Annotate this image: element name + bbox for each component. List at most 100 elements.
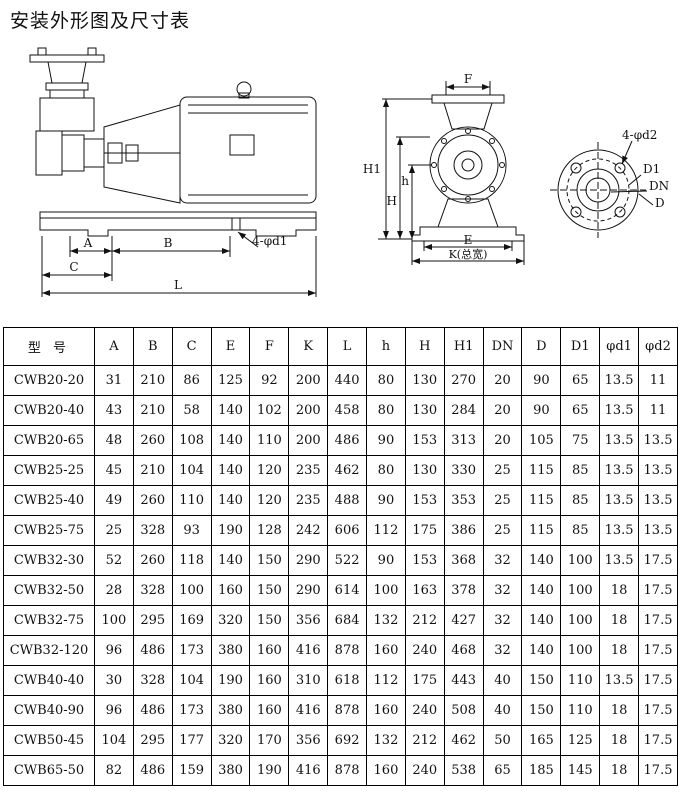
dimension-cell: 330	[443, 455, 484, 486]
dimension-cell: 140	[210, 455, 251, 486]
dimension-cell: 190	[249, 755, 290, 786]
model-cell: CWB65-50	[3, 755, 95, 786]
dimension-cell: 140	[521, 635, 562, 666]
dimension-cell: 18	[599, 605, 640, 636]
dimension-cell: 150	[521, 665, 562, 696]
column-header: 型 号	[3, 327, 95, 366]
column-header: F	[249, 327, 290, 366]
dimension-cell: 165	[521, 725, 562, 756]
front-view-drawing	[378, 81, 525, 265]
column-header: A	[94, 327, 134, 366]
dimension-cell: 684	[327, 605, 368, 636]
dimension-cell: 150	[521, 695, 562, 726]
column-header: B	[132, 327, 173, 366]
dimension-cell: 20	[482, 395, 523, 426]
dimension-cell: 20	[482, 425, 523, 456]
dimension-cell: 486	[132, 635, 173, 666]
dimension-cell: 190	[210, 515, 251, 546]
dimension-cell: 25	[482, 455, 523, 486]
dimension-cell: 284	[443, 395, 484, 426]
dimension-cell: 125	[560, 725, 601, 756]
column-header: φd2	[638, 327, 678, 366]
column-header: φd1	[599, 327, 640, 366]
dim-label-c: C	[69, 260, 78, 274]
dimension-cell: 313	[443, 425, 484, 456]
dimension-cell: 13.5	[638, 485, 678, 516]
dimension-cell: 115	[521, 515, 562, 546]
dimension-cell: 320	[210, 605, 251, 636]
dimension-cell: 140	[210, 395, 251, 426]
model-cell: CWB40-90	[3, 695, 95, 726]
dimension-cell: 160	[210, 575, 251, 606]
dimension-cell: 160	[366, 695, 406, 726]
column-header: h	[366, 327, 406, 366]
dimension-cell: 105	[521, 425, 562, 456]
dimension-cell: 30	[94, 665, 134, 696]
dimension-cell: 200	[288, 425, 329, 456]
dimension-cell: 104	[171, 665, 212, 696]
dimension-cell: 28	[94, 575, 134, 606]
dimension-cell: 18	[599, 575, 640, 606]
dimension-cell: 427	[443, 605, 484, 636]
dimension-cell: 17.5	[638, 755, 678, 786]
dimension-cell: 48	[94, 425, 134, 456]
dimension-cell: 120	[249, 455, 290, 486]
dimension-cell: 82	[94, 755, 134, 786]
dimension-cell: 160	[366, 635, 406, 666]
dimension-cell: 190	[210, 665, 251, 696]
dimension-cell: 353	[443, 485, 484, 516]
dimension-cell: 110	[249, 425, 290, 456]
dimension-cell: 65	[560, 365, 601, 396]
dimension-cell: 96	[94, 635, 134, 666]
dimension-cell: 538	[443, 755, 484, 786]
dimension-cell: 90	[366, 545, 406, 576]
dimension-cell: 240	[404, 695, 445, 726]
dimension-cell: 618	[327, 665, 368, 696]
dimension-cell: 177	[171, 725, 212, 756]
dim-label-h-cap: H	[387, 194, 397, 208]
dimension-cell: 20	[482, 365, 523, 396]
dimension-cell: 173	[171, 695, 212, 726]
dimension-cell: 32	[482, 545, 523, 576]
dimension-cell: 25	[94, 515, 134, 546]
dimension-cell: 386	[443, 515, 484, 546]
dimension-cell: 260	[132, 425, 173, 456]
dimension-cell: 260	[132, 545, 173, 576]
bolt-note-d1: 4-φd1	[252, 234, 287, 248]
dimension-cell: 115	[521, 455, 562, 486]
dimension-cell: 13.5	[599, 395, 640, 426]
dimension-cell: 522	[327, 545, 368, 576]
dimension-cell: 173	[171, 635, 212, 666]
dimension-cell: 160	[249, 695, 290, 726]
dimension-cell: 90	[366, 485, 406, 516]
model-cell: CWB32-75	[3, 605, 95, 636]
dim-label-flange-d: D	[655, 196, 665, 210]
dimension-cell: 606	[327, 515, 368, 546]
dimension-cell: 212	[404, 725, 445, 756]
dimension-cell: 104	[94, 725, 134, 756]
dimension-cell: 13.5	[599, 515, 640, 546]
dimension-cell: 100	[171, 575, 212, 606]
model-cell: CWB20-40	[3, 395, 95, 426]
dimension-cell: 13.5	[599, 365, 640, 396]
dimension-cell: 100	[560, 545, 601, 576]
column-header: C	[171, 327, 212, 366]
dimension-cell: 108	[171, 425, 212, 456]
dimension-cell: 295	[132, 605, 173, 636]
dimension-cell: 132	[366, 605, 406, 636]
dimension-cell: 32	[482, 575, 523, 606]
dimension-cell: 18	[599, 725, 640, 756]
dim-label-flange-d1: D1	[643, 162, 660, 176]
dimension-cell: 200	[288, 395, 329, 426]
dimension-cell: 440	[327, 365, 368, 396]
dimension-cell: 416	[288, 755, 329, 786]
